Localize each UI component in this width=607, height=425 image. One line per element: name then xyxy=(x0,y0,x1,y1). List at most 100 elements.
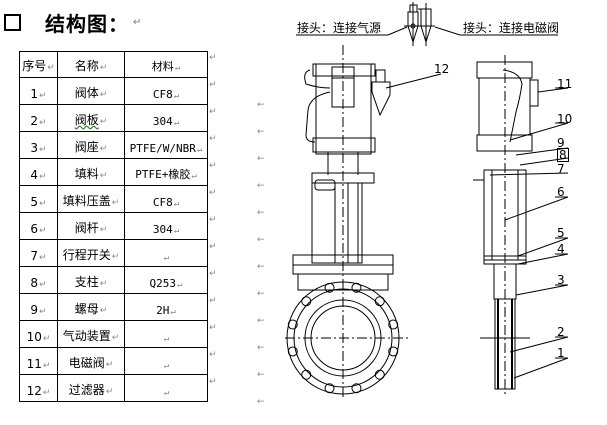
leader-left xyxy=(387,26,408,36)
section-heading: 结构图： ↵ xyxy=(4,8,142,37)
paragraph-mark-icon: ↵ xyxy=(209,350,217,360)
cell-text: CF8 xyxy=(152,88,173,101)
cell-material: ↵ xyxy=(124,374,208,402)
table-row: 10↵气动装置↵↵ xyxy=(19,320,208,348)
paragraph-mark-icon: ↵ xyxy=(209,80,217,90)
connector-fittings-icon xyxy=(404,2,435,46)
cell-material: Q253↵ xyxy=(124,266,208,294)
paragraph-mark-icon: ↵ xyxy=(39,307,47,317)
checkbox-square-icon xyxy=(4,14,21,31)
callout-3: 3 xyxy=(557,273,565,287)
paragraph-mark-icon: ↵ xyxy=(39,226,47,236)
table-row: 7↵行程开关↵↵ xyxy=(19,239,208,267)
cell-name: 阀杆↵ xyxy=(57,212,125,240)
bolt-hole xyxy=(324,282,335,293)
paragraph-mark-icon: ↵ xyxy=(209,215,217,225)
table-row: 4↵填料↵PTFE+橡胶↵ xyxy=(19,158,208,186)
bolt-hole xyxy=(351,383,362,394)
cell-text: 8 xyxy=(30,276,39,290)
paragraph-mark-icon: ↵ xyxy=(209,242,217,252)
cell-index: 10↵ xyxy=(19,320,58,348)
paragraph-mark-icon: ↵ xyxy=(39,172,47,182)
cell-text: 2H xyxy=(156,304,170,317)
cell-text: 气动装置 xyxy=(62,329,111,343)
cell-index: 12↵ xyxy=(19,374,58,402)
arrow-mark-icon: ← xyxy=(257,100,265,110)
cell-text: 过滤器 xyxy=(68,383,105,397)
cell-text: 名称 xyxy=(74,59,99,73)
cell-text: PTFE+橡胶 xyxy=(135,168,191,181)
arrow-mark-icon: ← xyxy=(257,370,265,380)
cell-text: 阀板 xyxy=(74,113,99,127)
paragraph-mark-icon: ↵ xyxy=(99,63,108,73)
bolt-hole xyxy=(388,319,399,330)
valve-front-view xyxy=(285,45,442,398)
callout-7: 7 xyxy=(557,162,565,176)
paragraph-mark-icon: ↵ xyxy=(209,377,217,387)
cell-text: 序号 xyxy=(22,59,47,73)
table-header-row: 序号↵名称↵材料↵ xyxy=(19,51,208,78)
paragraph-mark-icon: ↵ xyxy=(39,145,47,155)
cell-index: 4↵ xyxy=(19,158,58,186)
bolt-hole xyxy=(388,346,399,357)
cell-text: 4 xyxy=(30,168,39,182)
cell-material: 304↵ xyxy=(124,212,208,240)
paragraph-mark-icon: ↵ xyxy=(39,118,47,128)
table-row: 3↵阀座↵PTFE/W/NBR↵ xyxy=(19,131,208,159)
table-row: 11↵电磁阀↵↵ xyxy=(19,347,208,375)
table-row: 8↵支柱↵Q253↵ xyxy=(19,266,208,294)
cell-text: CF8 xyxy=(152,196,173,209)
heading-title: 结构图： xyxy=(45,12,129,36)
arrow-mark-icon: ← xyxy=(257,289,265,299)
cell-text: 9 xyxy=(30,303,39,317)
cell-text: 5 xyxy=(30,195,39,209)
bolt-hole xyxy=(351,282,362,293)
cell-text: 3 xyxy=(30,141,39,155)
paragraph-mark-icon: ↵ xyxy=(99,90,108,100)
callout-8: 8 xyxy=(557,148,569,162)
paragraph-mark-icon: ↵ xyxy=(111,333,120,343)
paragraph-mark-icon: ↵ xyxy=(111,198,120,208)
paragraph-mark-icon: ↵ xyxy=(209,53,217,63)
paragraph-mark-icon: ↵ xyxy=(39,253,47,263)
cell-index: 7↵ xyxy=(19,239,58,267)
paragraph-mark-icon: ↵ xyxy=(209,107,217,117)
arrow-mark-icon: ← xyxy=(257,154,265,164)
paragraph-mark-icon: ↵ xyxy=(99,306,108,316)
leader-right xyxy=(434,26,461,36)
arrow-mark-icon: ← xyxy=(257,235,265,245)
paragraph-mark-icon: ↵ xyxy=(39,280,47,290)
cell-text: 7 xyxy=(30,249,39,263)
callout-12: 12 xyxy=(434,62,450,76)
cell-text: 2 xyxy=(30,114,39,128)
paragraph-mark-icon: ↵ xyxy=(173,91,180,101)
paragraph-mark-icon: ↵ xyxy=(163,388,170,398)
paragraph-mark-icon: ↵ xyxy=(209,296,217,306)
cell-text: 填料 xyxy=(74,167,99,181)
paragraph-mark-icon: ↵ xyxy=(42,361,51,371)
paragraph-mark-icon: ↵ xyxy=(105,387,114,397)
paragraph-mark-icon: ↵ xyxy=(47,63,55,73)
bolt-hole xyxy=(301,296,312,307)
table-row: 2↵阀板↵304↵ xyxy=(19,104,208,132)
cell-text: 6 xyxy=(30,222,39,236)
table-row: 6↵ 阀杆↵304↵ xyxy=(19,212,208,240)
paragraph-mark-icon: ↵ xyxy=(42,334,51,344)
paragraph-mark-icon: ↵ xyxy=(209,161,217,171)
paragraph-mark-icon: ↵ xyxy=(163,334,170,344)
cell-text: 1 xyxy=(30,87,39,101)
paragraph-mark-icon: ↵ xyxy=(163,253,170,263)
paragraph-mark-icon: ↵ xyxy=(209,269,217,279)
paragraph-mark-icon: ↵ xyxy=(173,118,180,128)
cell-name: 名称↵ xyxy=(57,51,125,78)
paragraph-mark-icon: ↵ xyxy=(163,361,170,371)
paragraph-mark-icon: ↵ xyxy=(99,279,108,289)
arrow-mark-icon: ← xyxy=(257,181,265,191)
paragraph-mark-icon: ↵ xyxy=(174,63,181,73)
cell-text: 螺母 xyxy=(74,302,99,316)
cell-text: 材料 xyxy=(151,60,174,73)
parts-table: 序号↵名称↵材料↵1↵阀体↵CF8↵2↵阀板↵304↵3↵阀座↵PTFE/W/N… xyxy=(19,51,208,402)
paragraph-mark-icon: ↵ xyxy=(99,144,108,154)
cell-text: 填料压盖 xyxy=(62,194,111,208)
